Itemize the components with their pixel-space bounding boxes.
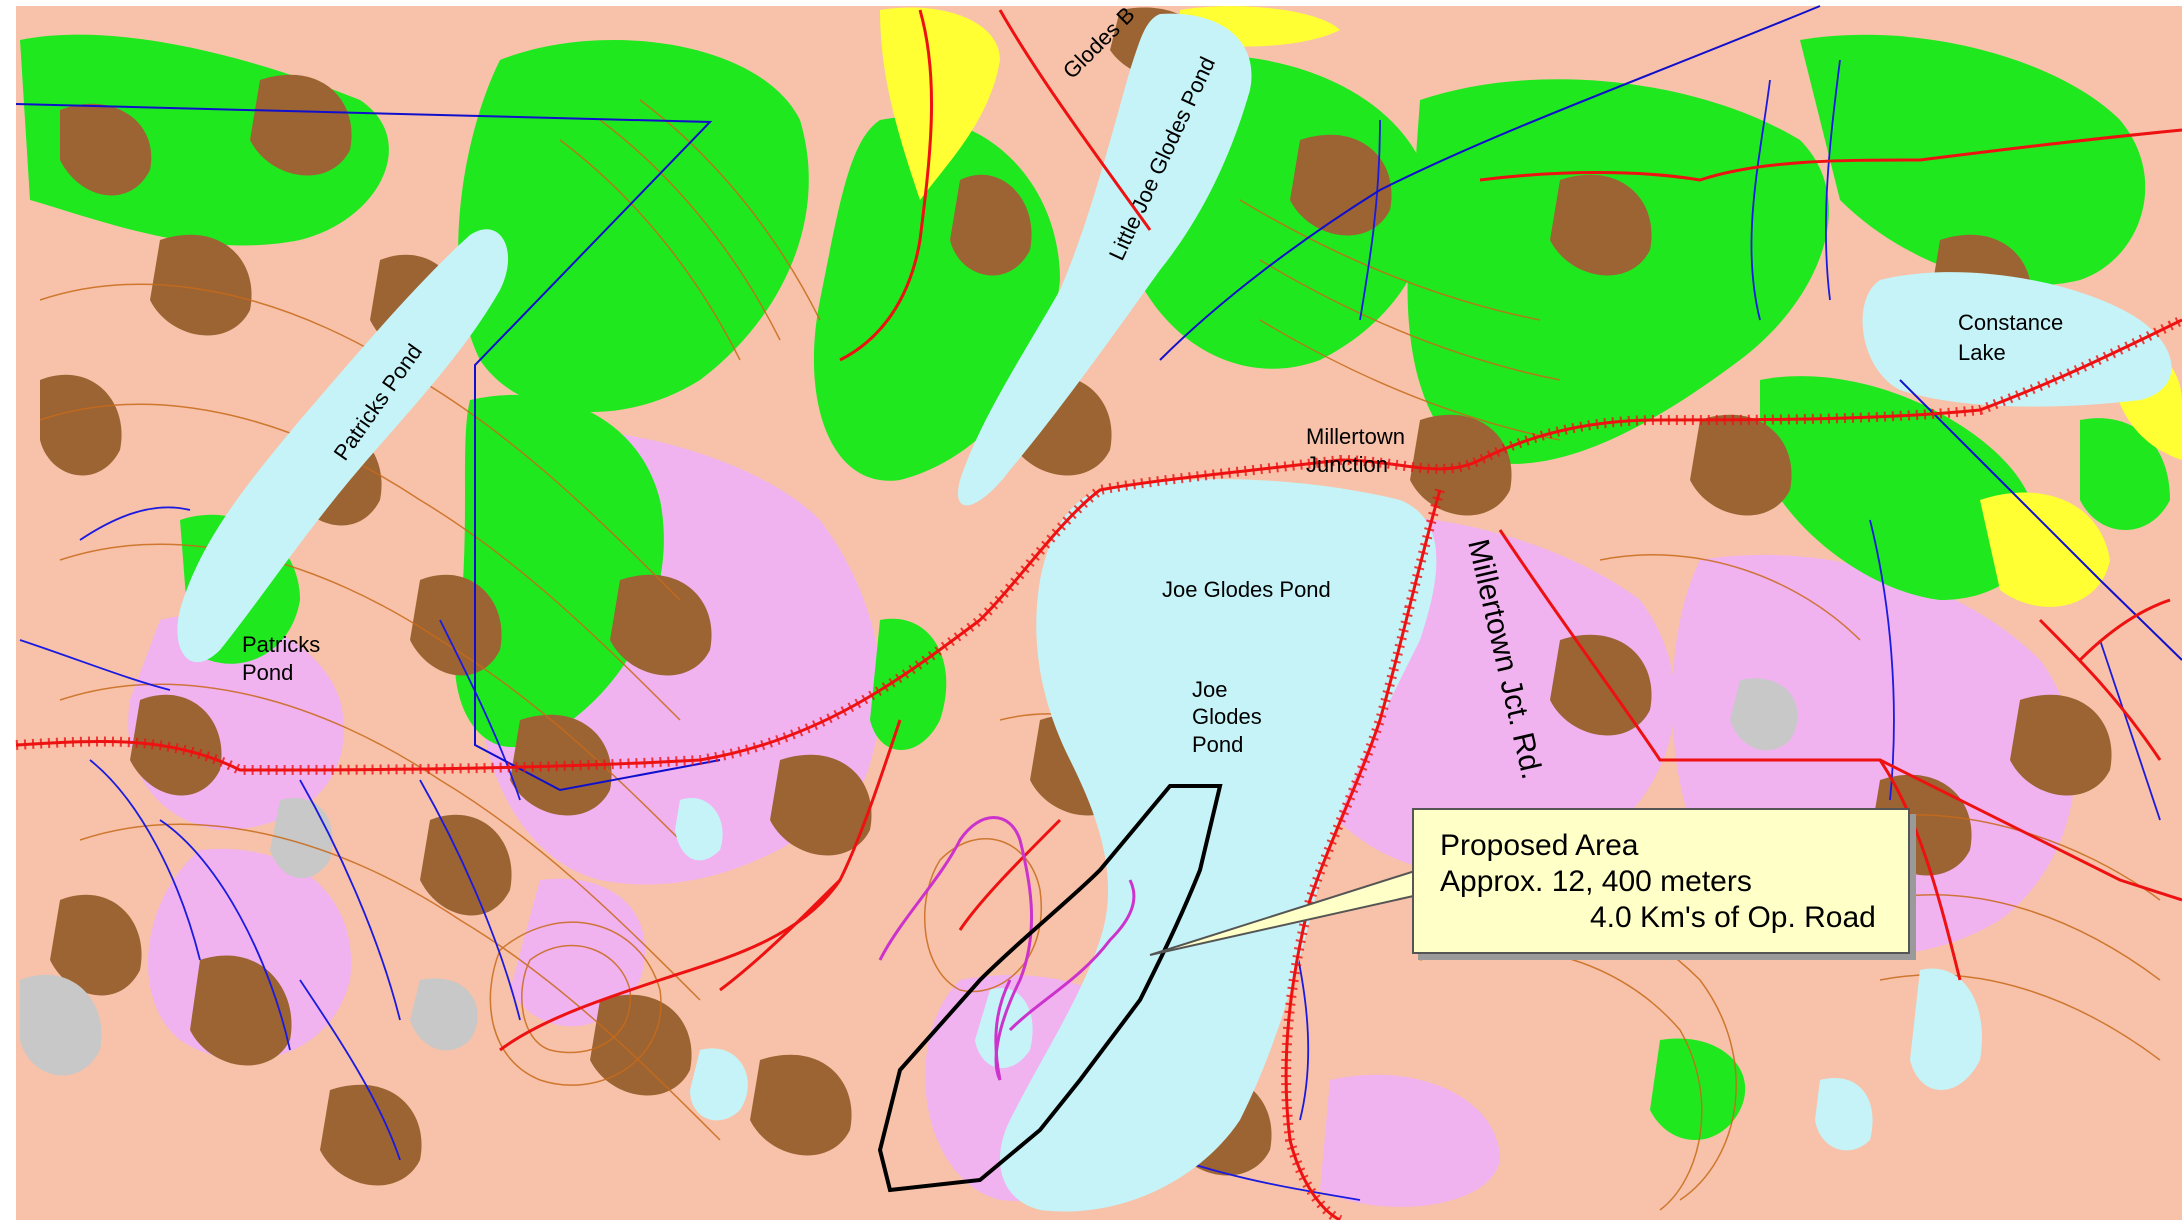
label-patricks-pond-a: Patricks xyxy=(242,632,320,657)
label-joe-glodes-pond-b3: Pond xyxy=(1192,732,1243,757)
barren-areas xyxy=(20,678,1798,1076)
callout-line-2: Approx. 12, 400 meters xyxy=(1440,865,1752,898)
label-joe-glodes-pond-b1: Joe xyxy=(1192,677,1227,702)
constance-lake-water xyxy=(1862,272,2172,407)
left-white-margin xyxy=(0,0,16,1220)
label-joe-glodes-pond: Joe Glodes Pond xyxy=(1162,577,1331,602)
label-constance-lake-a: Constance xyxy=(1958,310,2063,335)
label-millertown-junction-b: Junction xyxy=(1306,452,1388,477)
joe-glodes-pond-water xyxy=(1000,479,1437,1212)
railway-main-ties xyxy=(15,315,2182,776)
streams xyxy=(19,59,2161,1201)
top-white-margin xyxy=(0,0,2182,6)
label-constance-lake-b: Lake xyxy=(1958,340,2006,365)
proposed-op-road xyxy=(878,816,1136,1081)
proposed-area-outline xyxy=(877,784,1223,1193)
callout-line-3: 4.0 Km's of Op. Road xyxy=(1590,901,1876,934)
water-bodies xyxy=(177,13,2172,1212)
callout-line-1: Proposed Area xyxy=(1440,829,1639,862)
label-joe-glodes-pond-b2: Glodes xyxy=(1192,704,1262,729)
little-joe-glodes-pond-water xyxy=(958,13,1252,506)
proposed-area-callout: Proposed Area Approx. 12, 400 meters 4.0… xyxy=(1412,808,1910,954)
label-patricks-pond-b: Pond xyxy=(242,660,293,685)
label-millertown-junction-a: Millertown xyxy=(1306,424,1405,449)
patricks-pond-water xyxy=(177,229,509,663)
boundary-lines xyxy=(15,5,2182,792)
roads xyxy=(15,9,2182,1220)
